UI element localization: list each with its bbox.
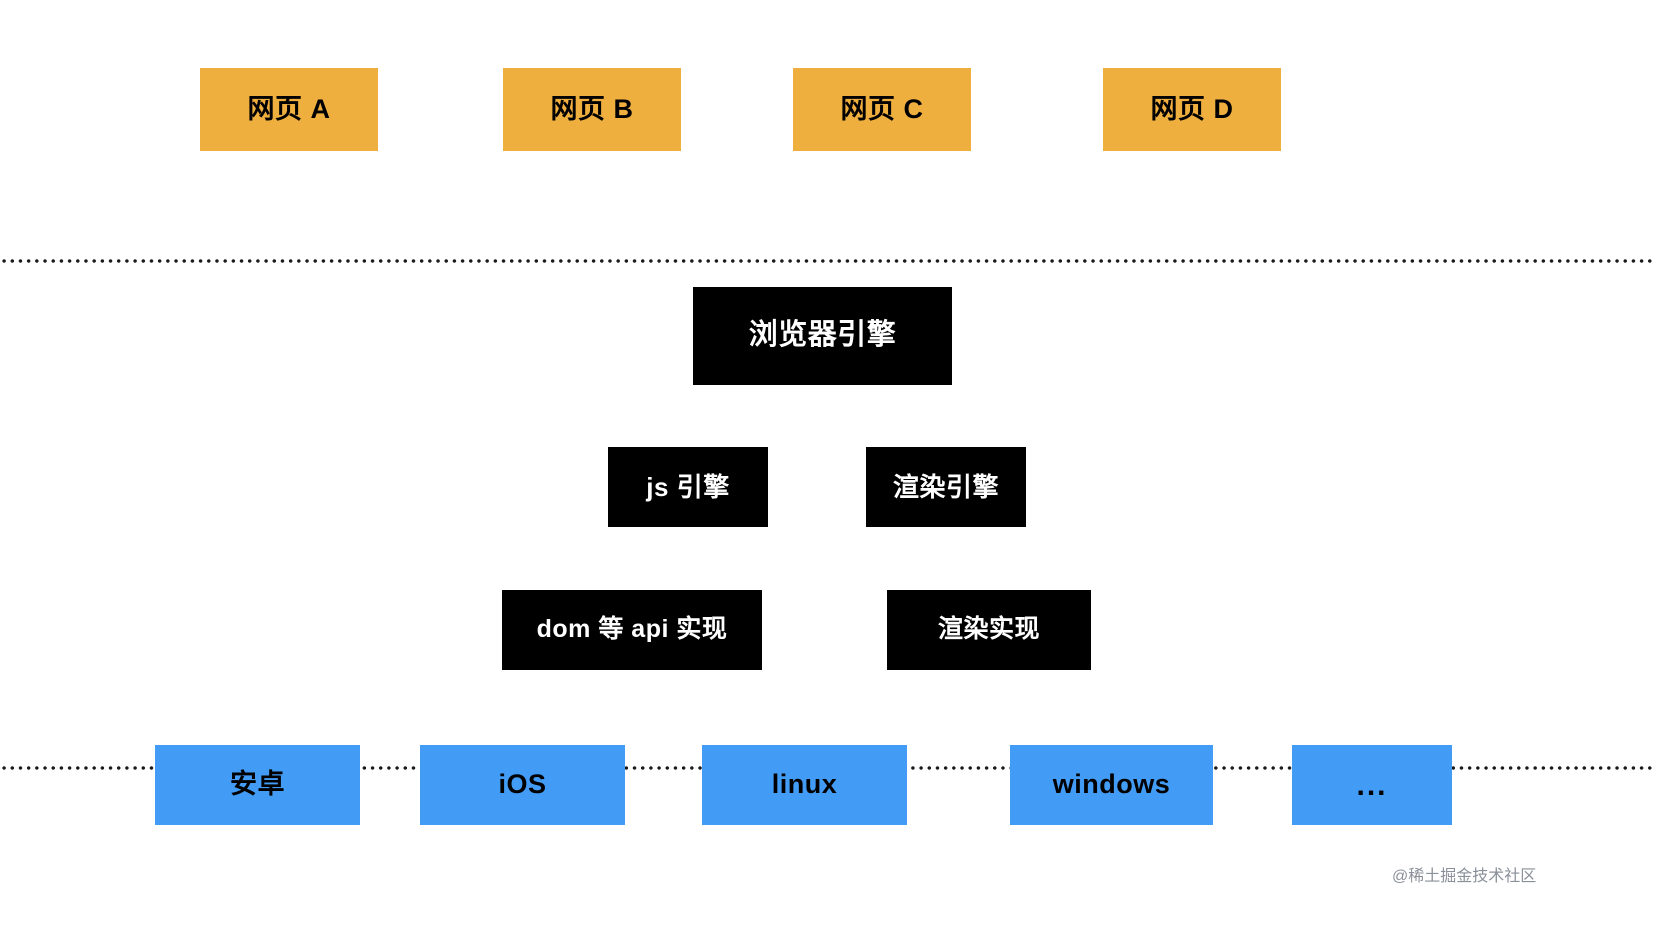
- node-os-ios: iOS: [420, 745, 625, 825]
- node-render-impl-label: 渲染实现: [937, 615, 1040, 644]
- node-os-linux-label: linux: [771, 769, 838, 800]
- node-js-engine: js 引擎: [608, 447, 768, 527]
- node-page-a-label: 网页 A: [247, 93, 331, 124]
- node-os-more-label: ...: [1356, 768, 1388, 802]
- node-render-impl: 渲染实现: [887, 590, 1091, 670]
- node-page-a: 网页 A: [200, 68, 378, 151]
- node-os-ios-label: iOS: [498, 769, 547, 800]
- node-render-engine-label: 渲染引擎: [892, 471, 999, 502]
- node-page-d-label: 网页 D: [1150, 93, 1234, 124]
- node-page-d: 网页 D: [1103, 68, 1281, 151]
- node-page-c: 网页 C: [793, 68, 971, 151]
- node-os-windows-label: windows: [1052, 769, 1171, 800]
- divider-top: [0, 259, 1656, 263]
- node-dom-api-impl-label: dom 等 api 实现: [536, 615, 728, 644]
- node-dom-api-impl: dom 等 api 实现: [502, 590, 762, 670]
- node-page-c-label: 网页 C: [840, 93, 924, 124]
- node-os-more: ...: [1292, 745, 1452, 825]
- node-os-linux: linux: [702, 745, 907, 825]
- node-render-engine: 渲染引擎: [866, 447, 1026, 527]
- node-page-b-label: 网页 B: [550, 93, 634, 124]
- node-os-windows: windows: [1010, 745, 1213, 825]
- node-browser-engine: 浏览器引擎: [693, 287, 952, 385]
- node-page-b: 网页 B: [503, 68, 681, 151]
- node-browser-engine-label: 浏览器引擎: [748, 319, 897, 352]
- node-js-engine-label: js 引擎: [646, 471, 730, 502]
- watermark: @稀土掘金技术社区: [1392, 868, 1537, 885]
- node-os-android-label: 安卓: [230, 769, 285, 800]
- node-os-android: 安卓: [155, 745, 360, 825]
